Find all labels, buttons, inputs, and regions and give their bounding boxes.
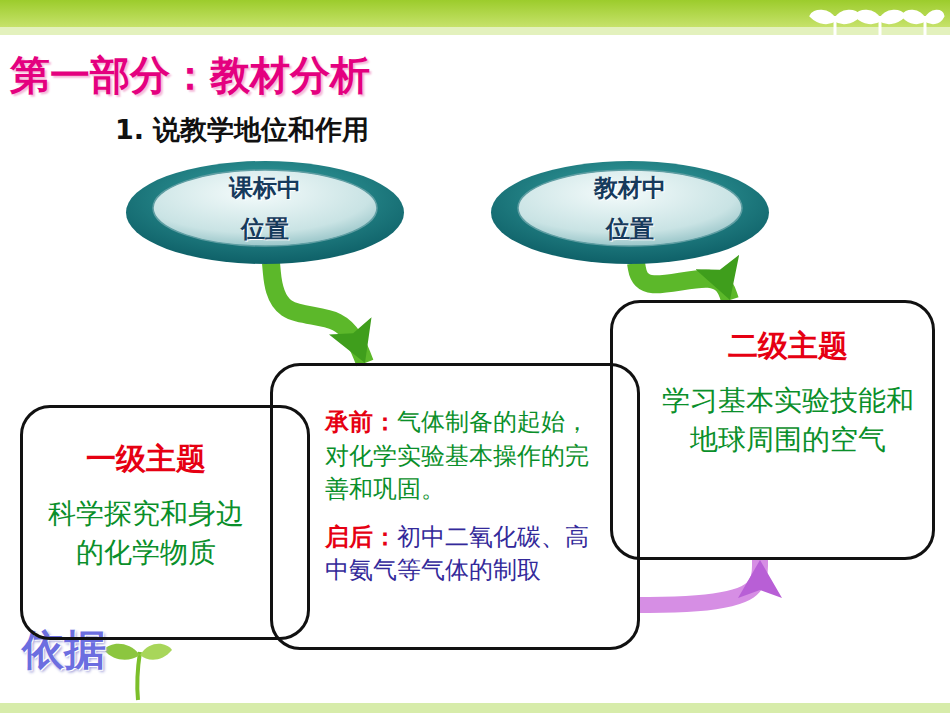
ellipse-ring [126, 161, 404, 264]
top-stripe [0, 27, 950, 35]
body-text: 科学探究和身边的化学物质 [35, 494, 257, 572]
sprout-decoration [104, 644, 172, 700]
position-ellipse: 教材中 位置 [490, 160, 770, 265]
topic-heading: 一级主题 [35, 438, 257, 480]
text-paragraph: 学习基本实验技能和地球周围的空气 [658, 381, 917, 459]
ellipse-text-area: 教材中 位置 [490, 156, 770, 261]
topic-box: 二级主题学习基本实验技能和地球周围的空气 [610, 300, 935, 560]
green-arrow [636, 263, 730, 300]
text-paragraph: 二级主题 [658, 325, 917, 367]
box-text-area: 二级主题学习基本实验技能和地球周围的空气 [658, 325, 917, 459]
text-paragraph: 科学探究和身边的化学物质 [35, 494, 257, 572]
text-paragraph: 启后：初中二氧化碳、高中氨气等气体的制取 [325, 521, 595, 588]
subtitle: 1. 说教学地位和作用 [115, 112, 369, 148]
text-paragraph: 承前：气体制备的起始，对化学实验基本操作的完善和巩固。 [325, 406, 595, 507]
ellipse-text-area: 课标中 位置 [125, 156, 405, 261]
pink-arrow [640, 560, 760, 605]
sprout-icons [811, 11, 943, 58]
topic-box: 一级主题科学探究和身边的化学物质 [20, 405, 310, 640]
lead-label: 承前： [325, 408, 397, 436]
text-paragraph: 一级主题 [35, 438, 257, 480]
ellipse-ring [491, 161, 769, 264]
position-ellipse: 课标中 位置 [125, 160, 405, 265]
box-text-area: 一级主题科学探究和身边的化学物质 [35, 438, 257, 572]
box-text-area: 承前：气体制备的起始，对化学实验基本操作的完善和巩固。启后：初中二氧化碳、高中氨… [325, 406, 595, 588]
bottom-band [0, 703, 950, 713]
lead-label: 启后： [325, 523, 397, 551]
body-text: 学习基本实验技能和地球周围的空气 [658, 381, 917, 459]
green-arrow [271, 263, 365, 363]
context-box: 承前：气体制备的起始，对化学实验基本操作的完善和巩固。启后：初中二氧化碳、高中氨… [270, 363, 640, 650]
slide-title: 第一部分：教材分析 [10, 48, 370, 103]
ellipse-label: 教材中 位置 [587, 168, 673, 250]
topic-heading: 二级主题 [658, 325, 917, 367]
ellipse-label: 课标中 位置 [222, 168, 308, 250]
top-bar [0, 0, 950, 27]
basis-label: 依据 [22, 622, 106, 678]
